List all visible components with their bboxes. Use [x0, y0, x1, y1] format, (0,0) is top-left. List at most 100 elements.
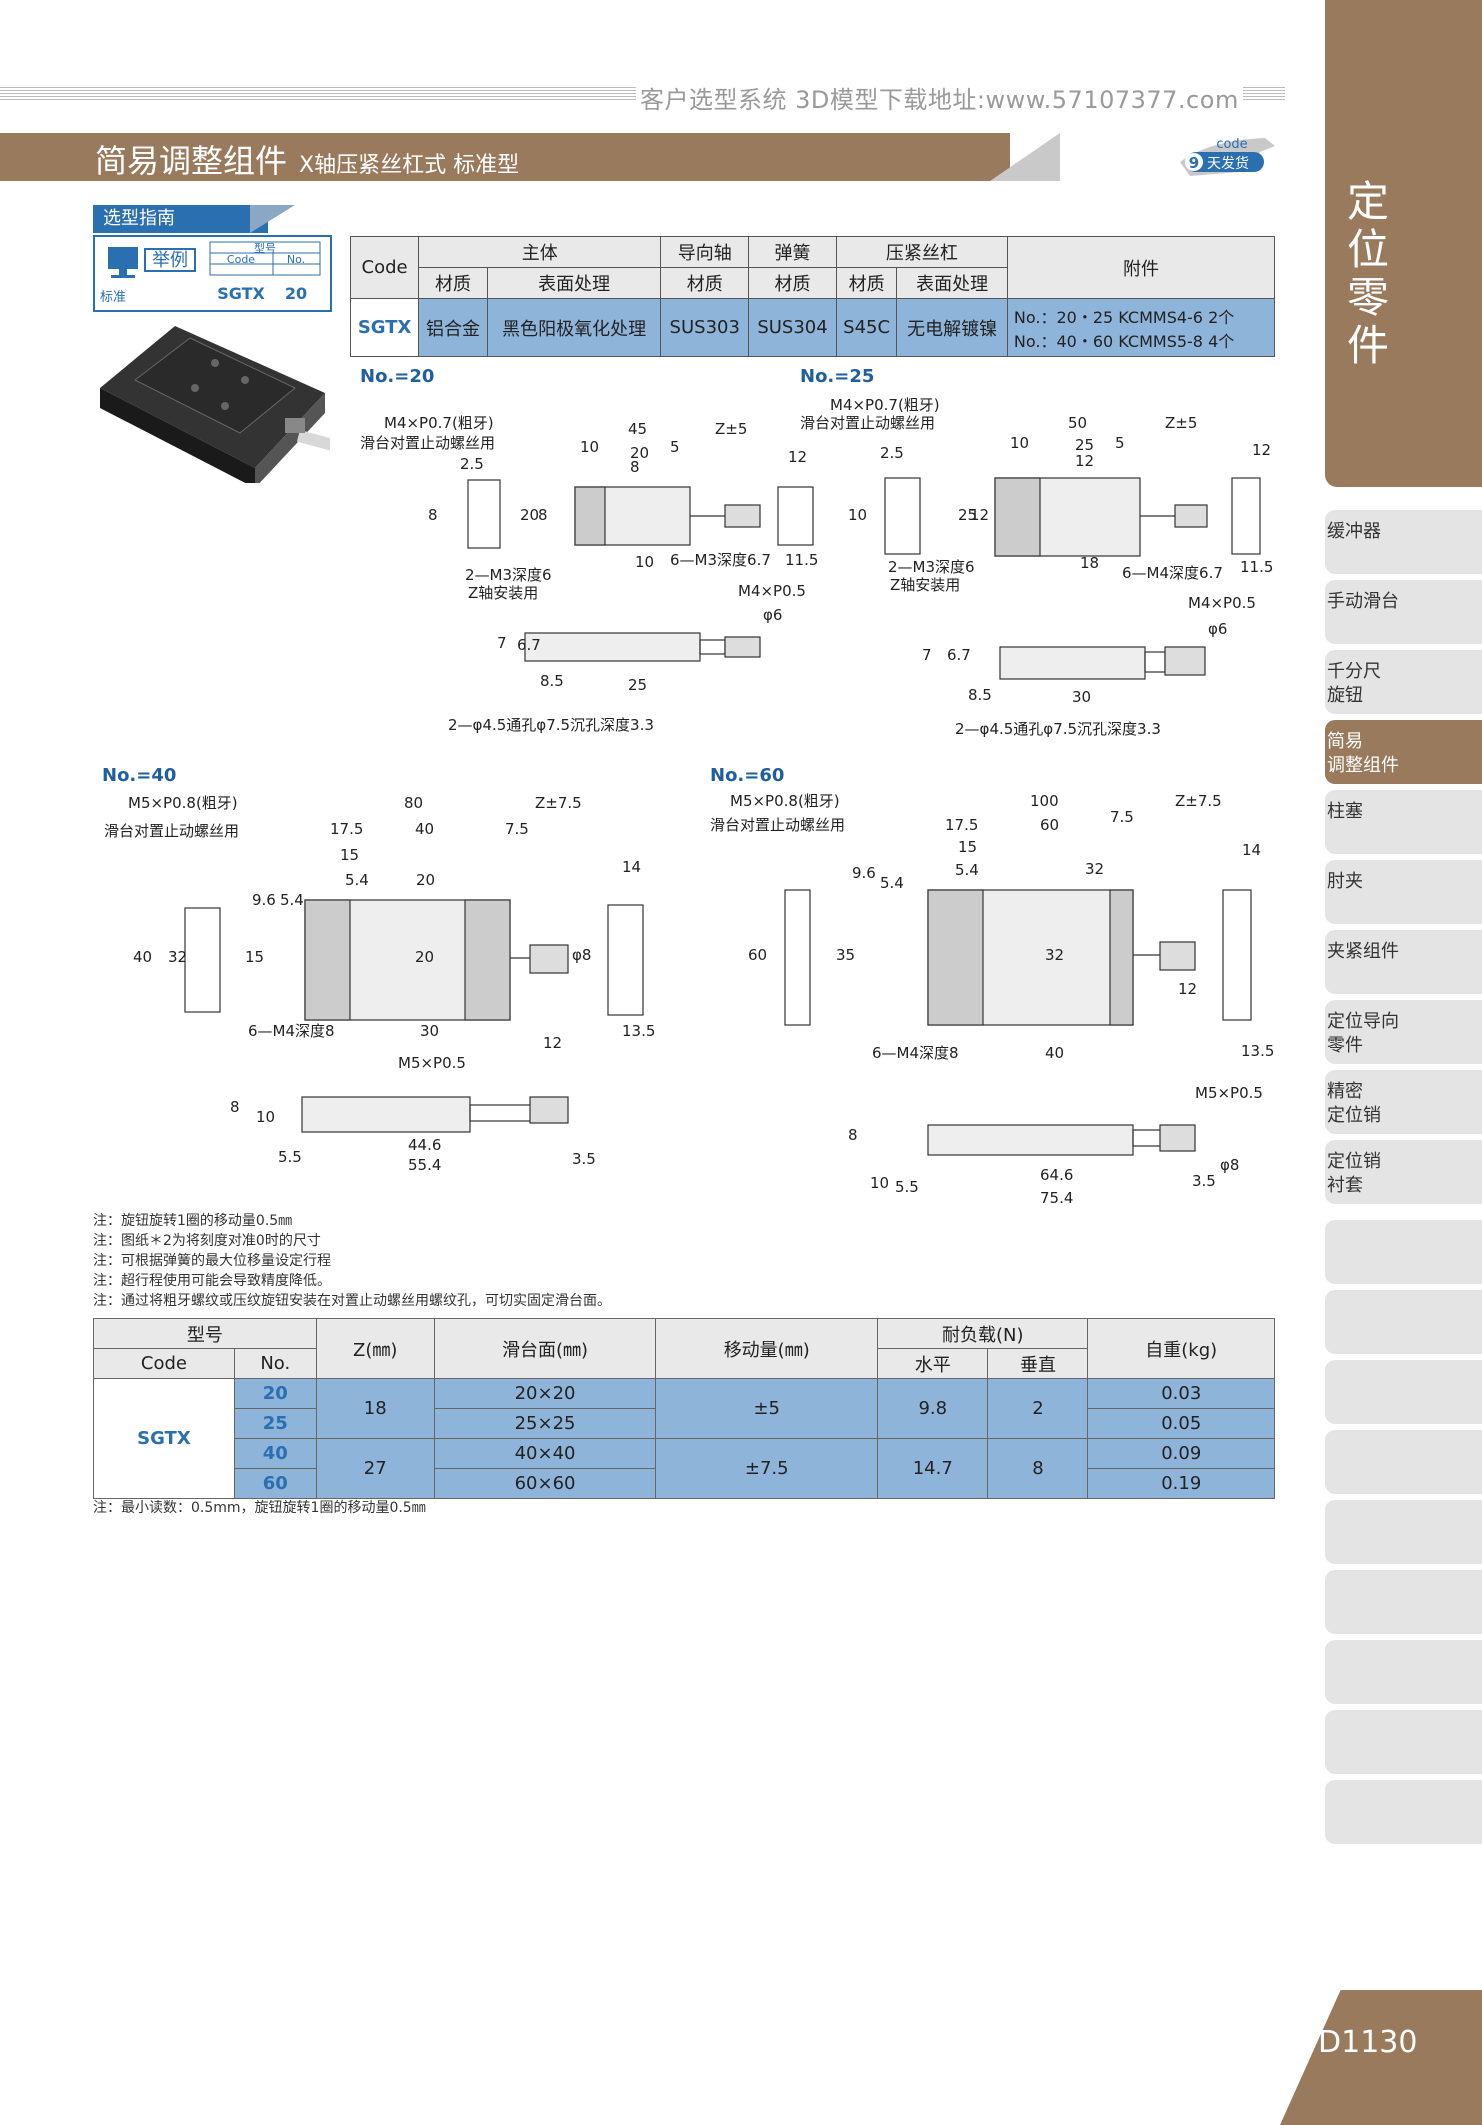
side-tab-empty — [1325, 1500, 1482, 1564]
side-tab[interactable]: 缓冲器 — [1325, 510, 1482, 574]
dimension-label: 5.4 — [280, 891, 304, 909]
dimension-label: 80 — [404, 794, 423, 812]
dimension-label: 7.5 — [1110, 808, 1134, 826]
dimension-label: 12 — [788, 448, 807, 466]
title-bar — [0, 133, 1010, 181]
dimension-label: 20 — [415, 948, 434, 966]
dimension-label: 8 — [848, 1126, 858, 1144]
dimension-label: Z轴安装用 — [890, 576, 960, 594]
dimension-label: 5.5 — [895, 1178, 919, 1196]
title-bar-stripe — [990, 133, 1060, 181]
dimension-label: 10 — [635, 553, 654, 571]
dimension-label: 13.5 — [1241, 1042, 1274, 1060]
dimension-label: M4×P0.5 — [1188, 594, 1256, 612]
svg-text:举例: 举例 — [152, 250, 188, 271]
truck-icon: 9 天发货 code — [1180, 137, 1275, 176]
dimension-label: 8 — [538, 506, 548, 524]
dimension-label: 3.5 — [572, 1150, 596, 1168]
dimension-label: 6—M3深度6.7 — [670, 551, 771, 569]
monitor-icon: 举例 型号 Code No. 标准 SGTX 20 — [100, 241, 321, 305]
dimension-label: Z轴安装用 — [468, 584, 538, 602]
dimension-label: 18 — [1080, 554, 1099, 572]
side-tab[interactable]: 定位销 衬套 — [1325, 1140, 1482, 1204]
dimension-label: 10 — [256, 1108, 275, 1126]
dimension-label: 25 — [1075, 436, 1094, 454]
side-tab-empty — [1325, 1710, 1482, 1774]
dimension-label: 8 — [630, 458, 640, 476]
dimension-label: 6.7 — [517, 636, 541, 654]
dimension-label: 10 — [870, 1174, 889, 1192]
dimension-label: 6.7 — [947, 646, 971, 664]
dimension-label: 11.5 — [785, 551, 818, 569]
svg-text:天发货: 天发货 — [1207, 155, 1249, 172]
note-line: 注：通过将粗牙螺纹或压纹旋钮安装在对置止动螺丝用螺纹孔，可切实固定滑台面。 — [93, 1293, 611, 1309]
dimension-label: 6—M4深度6.7 — [1122, 564, 1223, 582]
dimension-label: 32 — [168, 948, 187, 966]
dimension-label: 12 — [970, 506, 989, 524]
dimension-label: 20 — [416, 871, 435, 889]
dimension-label: Z±5 — [715, 420, 747, 438]
svg-text:No.: No. — [287, 253, 305, 266]
dimension-label: 40 — [133, 948, 152, 966]
side-tab[interactable]: 简易 调整组件 — [1325, 720, 1482, 784]
side-tab[interactable]: 柱塞 — [1325, 790, 1482, 854]
side-tab-empty — [1325, 1780, 1482, 1844]
dimension-label: Z±5 — [1165, 414, 1197, 432]
page-number: D1130 — [1318, 2025, 1418, 2060]
spec-code: SGTX — [349, 298, 420, 357]
footnote: 注：最小读数：0.5mm，旋钮旋转1圈的移动量0.5㎜ — [93, 1500, 426, 1516]
dimension-label: 5.4 — [955, 861, 979, 879]
dimension-label: 9.6 — [252, 891, 276, 909]
side-tab-empty — [1325, 1290, 1482, 1354]
dimension-label: 5 — [670, 438, 680, 456]
dimension-label: φ6 — [763, 606, 782, 624]
dimension-label: 64.6 — [1040, 1166, 1073, 1184]
dimension-label: 25 — [958, 506, 977, 524]
guide-title: 选型指南 — [93, 205, 268, 233]
dimension-label: 5.4 — [880, 874, 904, 892]
note-line: 注：可根据弹簧的最大位移量设定行程 — [93, 1253, 331, 1269]
side-tab[interactable]: 夹紧组件 — [1325, 930, 1482, 994]
svg-text:Code: Code — [227, 253, 255, 266]
note-line: 注：图纸＊2为将刻度对准0时的尺寸 — [93, 1233, 321, 1249]
side-tab[interactable]: 精密 定位销 — [1325, 1070, 1482, 1134]
svg-text:9: 9 — [1189, 154, 1199, 172]
dimension-label: 6—M4深度8 — [872, 1044, 959, 1062]
dimension-label: 5.4 — [345, 871, 369, 889]
dimension-label: 15 — [958, 838, 977, 856]
side-tab[interactable]: 手动滑台 — [1325, 580, 1482, 644]
side-tab[interactable]: 肘夹 — [1325, 860, 1482, 924]
dimension-label: 14 — [1242, 841, 1261, 859]
dimension-label: M5×P0.5 — [398, 1054, 466, 1072]
dimension-label: 12 — [1075, 452, 1094, 470]
dimension-label: M5×P0.8(粗牙) — [730, 792, 840, 810]
side-category-main[interactable]: 定位零件 — [1325, 0, 1482, 487]
dimension-label: 13.5 — [622, 1022, 655, 1040]
side-tab-empty — [1325, 1360, 1482, 1424]
dimension-label: 35 — [836, 946, 855, 964]
dimension-label: M5×P0.8(粗牙) — [128, 794, 238, 812]
dimension-label: 7.5 — [505, 820, 529, 838]
dimension-label: 20 — [520, 506, 539, 524]
dimension-label: φ8 — [1220, 1156, 1239, 1174]
dimension-label: 2—φ4.5通孔φ7.5沉孔深度3.3 — [955, 720, 1161, 738]
dimension-label: 10 — [580, 438, 599, 456]
dimension-label: 滑台对置止动螺丝用 — [800, 414, 935, 432]
side-tab[interactable]: 定位导向 零件 — [1325, 1000, 1482, 1064]
dimension-label: 32 — [1085, 860, 1104, 878]
label-no25: No.=25 — [800, 366, 875, 387]
dimension-label: 2.5 — [460, 455, 484, 473]
dimension-label: M5×P0.5 — [1195, 1084, 1263, 1102]
dimension-label: 3.5 — [1192, 1172, 1216, 1190]
download-url[interactable]: 客户选型系统 3D模型下载地址:www.57107377.com — [636, 80, 1243, 115]
dimension-label: 40 — [415, 820, 434, 838]
dimension-label: 12 — [1252, 441, 1271, 459]
dimension-label: 11.5 — [1240, 558, 1273, 576]
dimension-label: 60 — [748, 946, 767, 964]
dimension-label: 8.5 — [968, 686, 992, 704]
dimension-label: 100 — [1030, 792, 1059, 810]
dimension-label: 6—M4深度8 — [248, 1022, 335, 1040]
side-tab[interactable]: 千分尺 旋钮 — [1325, 650, 1482, 714]
